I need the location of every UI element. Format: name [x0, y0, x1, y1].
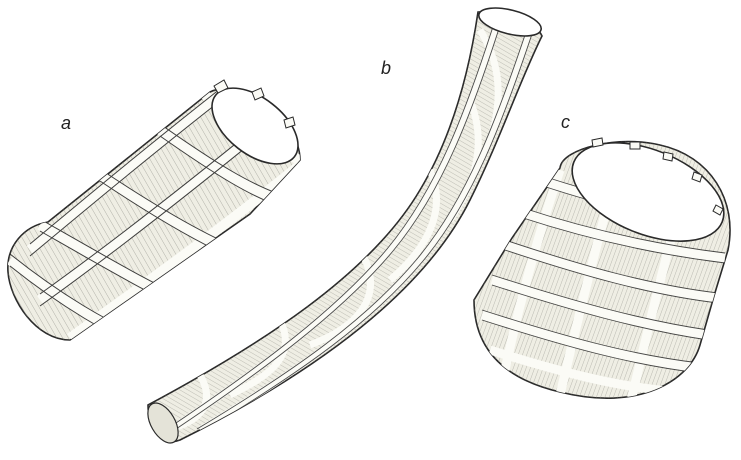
label-b: b — [381, 58, 391, 79]
label-a: a — [61, 113, 71, 134]
cylinder-c — [460, 123, 741, 420]
cylinder-a — [0, 60, 320, 360]
label-c: c — [561, 112, 570, 133]
